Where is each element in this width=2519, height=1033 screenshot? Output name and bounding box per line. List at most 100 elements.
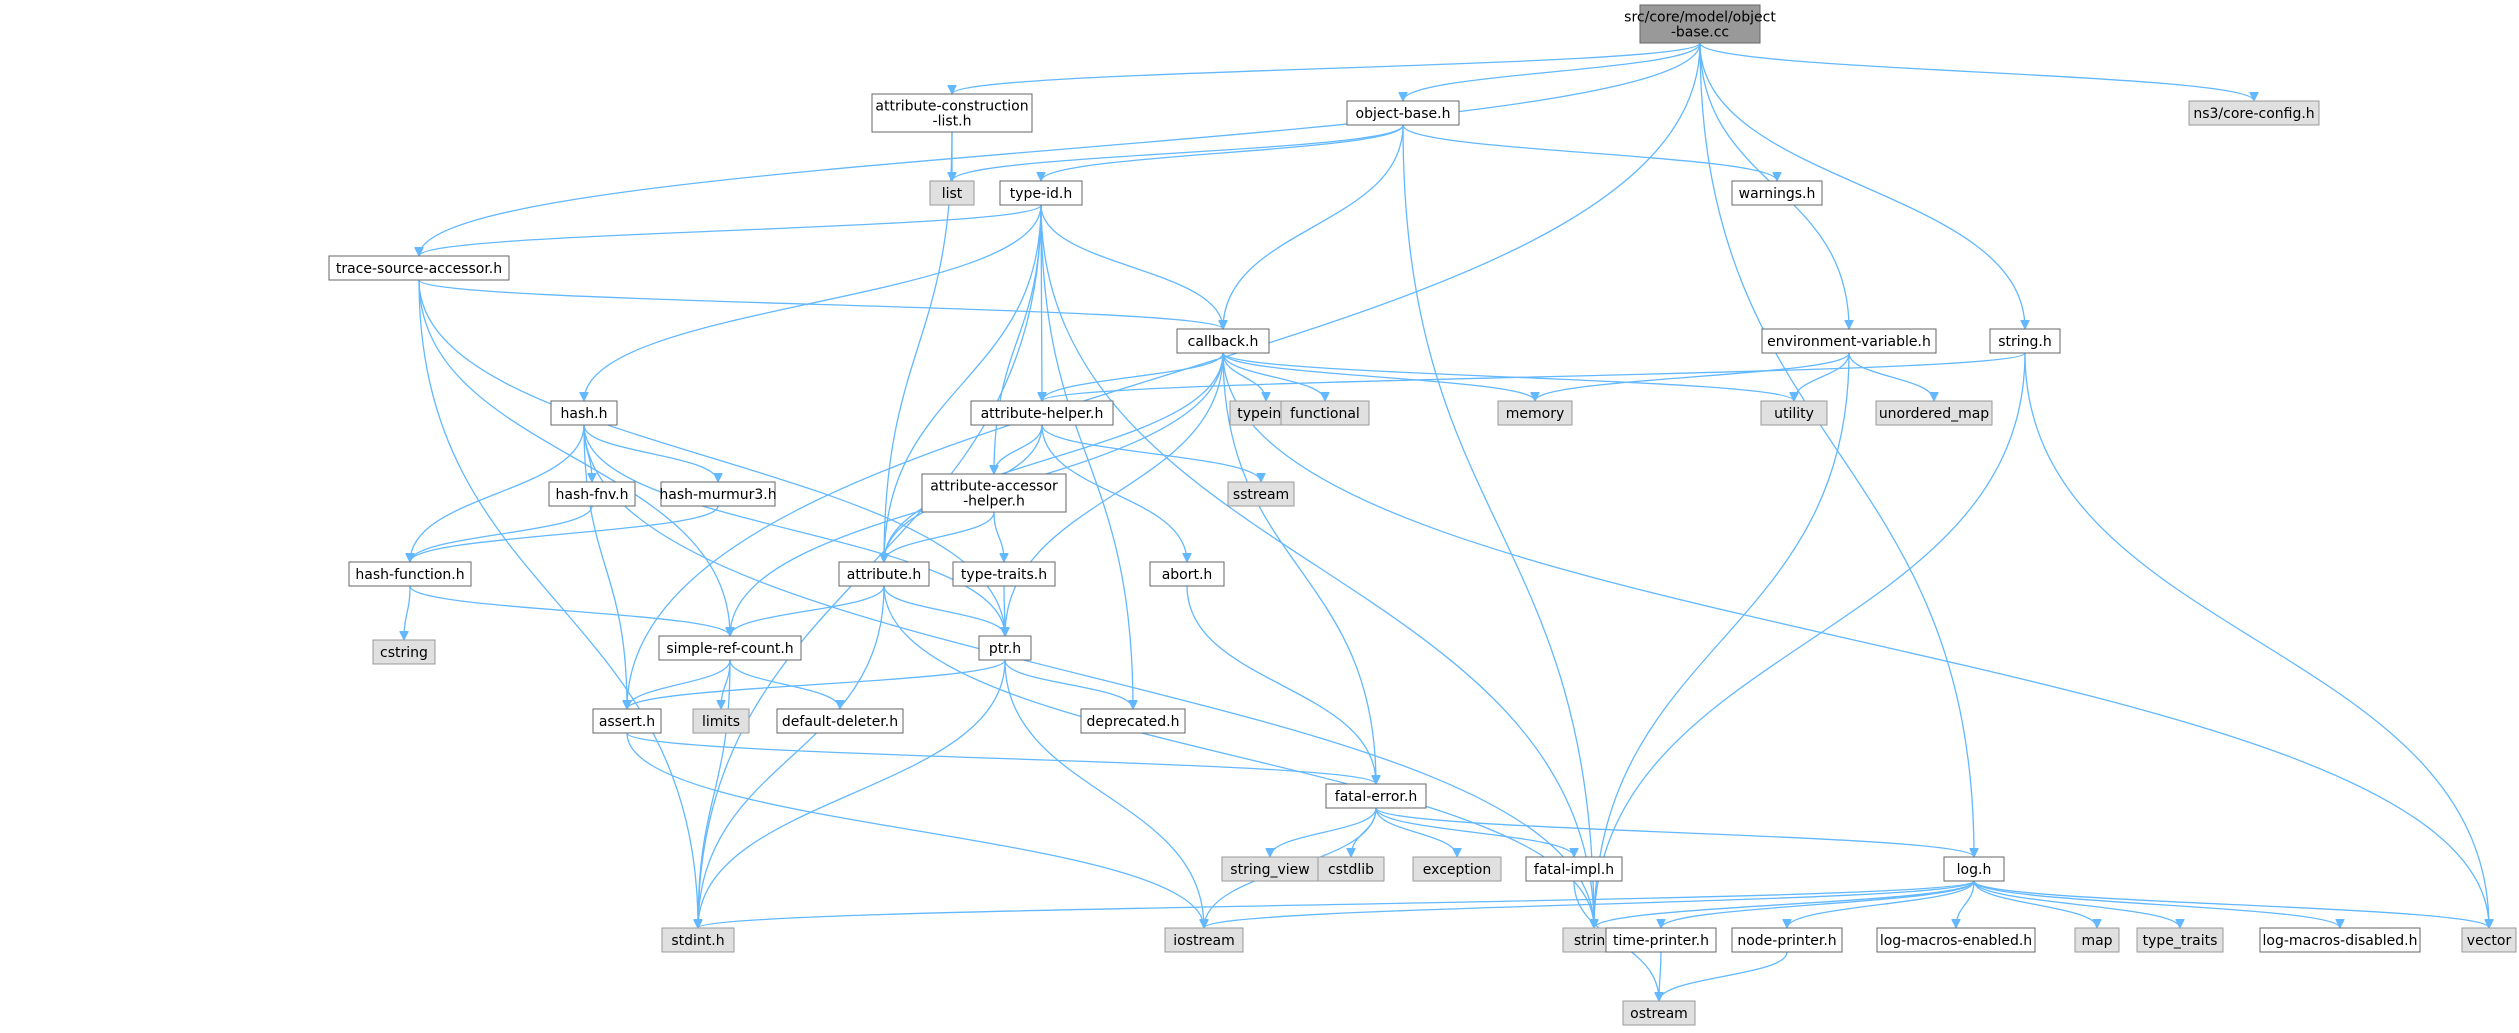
- node-log-macros-disabled-h[interactable]: log-macros-disabled.h: [2259, 927, 2421, 953]
- edge-attribute-accessor-helper-h-to-attribute-h: [884, 511, 995, 563]
- node-box: [921, 473, 1067, 513]
- node-box: [1622, 1000, 1696, 1026]
- node-attribute-helper-h[interactable]: attribute-helper.h: [970, 400, 1114, 426]
- node-box: [1760, 400, 1828, 426]
- node-ptr-h[interactable]: ptr.h: [978, 635, 1032, 661]
- node-warnings-h[interactable]: warnings.h: [1731, 180, 1823, 206]
- node-box: [1525, 856, 1623, 882]
- node-hash-murmur3-h[interactable]: hash-murmur3.h: [659, 481, 777, 507]
- node-string-h[interactable]: string.h: [1989, 328, 2061, 354]
- node-box: [1605, 927, 1717, 953]
- node-default-deleter-h[interactable]: default-deleter.h: [776, 708, 904, 734]
- edge-object-base-cc-to-attribute-construction-list-h: [952, 42, 1701, 95]
- edge-environment-variable-h-to-unordered-map: [1848, 352, 1934, 402]
- node-fatal-impl-h[interactable]: fatal-impl.h: [1525, 856, 1623, 882]
- node-hash-fnv-h[interactable]: hash-fnv.h: [548, 481, 636, 507]
- node-log-macros-enabled-h[interactable]: log-macros-enabled.h: [1876, 927, 2036, 953]
- node-attribute-h[interactable]: attribute.h: [838, 561, 930, 587]
- node-type-traits-h[interactable]: type-traits.h: [952, 561, 1056, 587]
- node-hash-function-h[interactable]: hash-function.h: [348, 561, 472, 587]
- node-box: [592, 708, 662, 734]
- edge-type-id-h-to-deprecated-h: [1040, 204, 1133, 709]
- node-callback-h[interactable]: callback.h: [1176, 328, 1270, 354]
- edge-layer: [404, 42, 2489, 1002]
- edge-simple-ref-count-h-to-default-deleter-h: [729, 659, 840, 710]
- node-fatal-error-h[interactable]: fatal-error.h: [1325, 783, 1427, 809]
- edge-type-id-h-to-hash-h: [584, 204, 1042, 401]
- edge-log-h-to-vector: [1973, 880, 2489, 929]
- node-utility: utility: [1760, 400, 1828, 426]
- node-environment-variable-h[interactable]: environment-variable.h: [1761, 328, 1937, 354]
- edge-abort-h-to-fatal-error-h: [1186, 585, 1376, 784]
- node-label: limits: [702, 714, 740, 730]
- node-box: [1176, 328, 1270, 354]
- node-list: list: [929, 180, 975, 206]
- edge-environment-variable-h-to-string: [1594, 352, 1850, 928]
- node-box: [348, 561, 472, 587]
- node-object-base-h[interactable]: object-base.h: [1346, 100, 1460, 126]
- node-label: type-id.h: [1010, 186, 1072, 202]
- node-label: iostream: [1173, 933, 1235, 949]
- node-hash-h[interactable]: hash.h: [550, 400, 618, 426]
- edge-attribute-h-to-stdint-h: [698, 585, 885, 928]
- node-box: [1346, 100, 1460, 126]
- node-deprecated-h[interactable]: deprecated.h: [1080, 708, 1186, 734]
- node-label: simple-ref-count.h: [666, 641, 793, 657]
- edge-log-h-to-type-traits: [1973, 880, 2180, 929]
- node-label: ptr.h: [989, 641, 1021, 657]
- node-label: callback.h: [1188, 334, 1259, 350]
- node-type-traits: type_traits: [2136, 927, 2224, 953]
- edge-hash-h-to-assert-h: [583, 424, 627, 709]
- node-label: hash-murmur3.h: [659, 487, 776, 503]
- node-box: [2074, 927, 2120, 953]
- node-simple-ref-count-h[interactable]: simple-ref-count.h: [658, 635, 802, 661]
- node-label: object-base.h: [1356, 106, 1451, 122]
- node-box: [2136, 927, 2224, 953]
- node-box: [328, 255, 510, 281]
- node-box: [978, 635, 1032, 661]
- node-assert-h[interactable]: assert.h: [592, 708, 662, 734]
- node-attribute-construction-list-h[interactable]: attribute-construction-list.h: [871, 93, 1033, 133]
- node-label: exception: [1423, 862, 1491, 878]
- edge-hash-function-h-to-simple-ref-count-h: [409, 585, 730, 637]
- node-label: hash-function.h: [355, 567, 464, 583]
- edge-log-h-to-map: [1973, 880, 2097, 929]
- node-time-printer-h[interactable]: time-printer.h: [1605, 927, 1717, 953]
- edge-object-base-cc-to-string-h: [1699, 42, 2025, 329]
- node-box: [970, 400, 1114, 426]
- node-label: functional: [1290, 406, 1360, 422]
- node-box: [838, 561, 930, 587]
- node-label: log.h: [1957, 862, 1992, 878]
- node-string-view: string_view: [1221, 856, 1319, 882]
- node-node-printer-h[interactable]: node-printer.h: [1731, 927, 1843, 953]
- node-label: -helper.h: [963, 494, 1025, 510]
- edge-object-base-h-to-list: [952, 124, 1404, 182]
- edge-log-h-to-log-macros-disabled-h: [1973, 880, 2340, 929]
- edge-string-h-to-vector: [2024, 352, 2489, 928]
- node-label: -base.cc: [1671, 25, 1729, 41]
- node-box: [1761, 328, 1937, 354]
- node-box: [871, 93, 1033, 133]
- node-box: [1731, 927, 1843, 953]
- edge-object-base-cc-to-assert-h: [627, 42, 1701, 709]
- edge-hash-murmur3-h-to-hash-function-h: [410, 505, 719, 563]
- node-box: [1164, 927, 1244, 953]
- node-abort-h[interactable]: abort.h: [1149, 561, 1225, 587]
- edge-log-h-to-string: [1594, 880, 1975, 929]
- node-type-id-h[interactable]: type-id.h: [999, 180, 1083, 206]
- edge-type-id-h-to-string: [1040, 204, 1594, 928]
- edge-hash-function-h-to-cstring: [404, 585, 411, 640]
- edge-object-base-h-to-type-id-h: [1041, 124, 1404, 182]
- edge-object-base-cc-to-object-base-h: [1403, 42, 1701, 102]
- node-log-h[interactable]: log.h: [1943, 856, 2005, 882]
- node-attribute-accessor-helper-h[interactable]: attribute-accessor-helper.h: [921, 473, 1067, 513]
- node-memory: memory: [1497, 400, 1573, 426]
- edge-environment-variable-h-to-memory: [1535, 352, 1850, 402]
- edge-ptr-h-to-stdint-h: [698, 659, 1006, 928]
- edge-fatal-error-h-to-string-view: [1270, 807, 1377, 858]
- edge-ptr-h-to-assert-h: [627, 659, 1006, 710]
- edge-log-h-to-iostream: [1204, 880, 1975, 929]
- node-object-base-cc[interactable]: src/core/model/object-base.cc: [1624, 4, 1776, 44]
- node-trace-source-accessor-h[interactable]: trace-source-accessor.h: [328, 255, 510, 281]
